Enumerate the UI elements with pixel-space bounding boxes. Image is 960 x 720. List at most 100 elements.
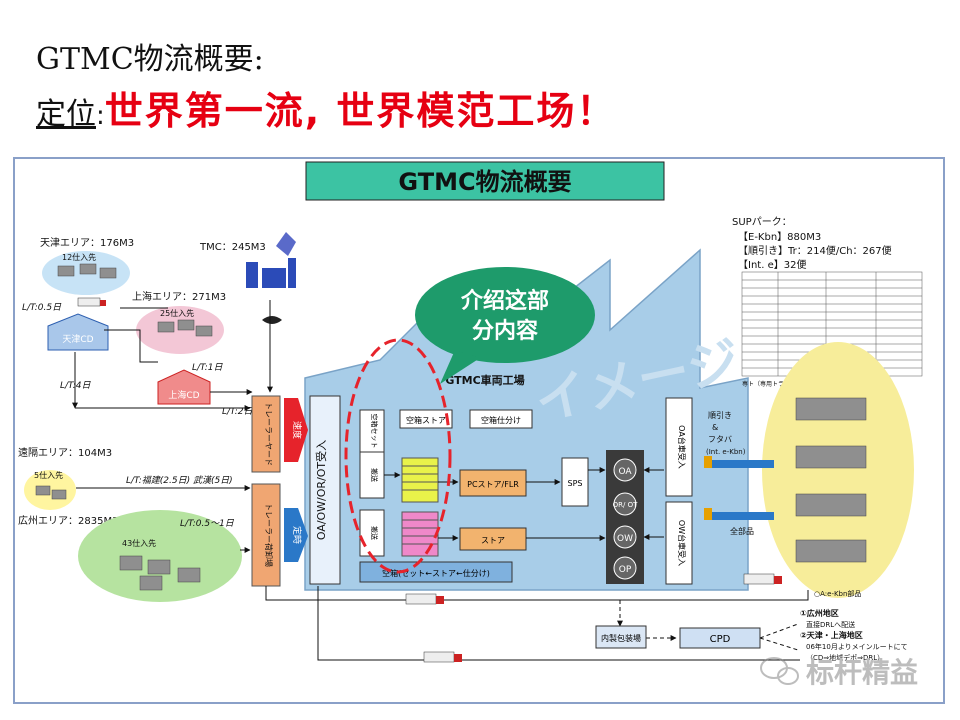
wechat-logo [760, 657, 799, 685]
banner-text: GTMC物流概要 [398, 168, 571, 196]
note2-body-1: 06年10月よりメインルートにて [806, 642, 908, 651]
tianjin-lt: L/T:0.5日 [22, 303, 62, 313]
callout-line2: 分内容 [472, 318, 538, 344]
guangzhou-area-label: 広州エリア：2835M3 [18, 514, 118, 527]
tmc-coil [262, 316, 282, 324]
far-lt: L/T:福建(2.5日) 武漢(5日) [126, 475, 233, 486]
truck-icon-1 [77, 297, 106, 307]
sup-order: 【順引き】Tr：214便/Ch：267便 [738, 244, 892, 257]
factory-name: GTMC車両工場 [445, 373, 524, 387]
trailer-yard-label: トレーラーヤード [264, 402, 273, 466]
speed-label-2: 定時 [291, 526, 303, 544]
subtitle-colon: : [96, 101, 105, 131]
store-box [459, 527, 527, 551]
truck-icon-bottom-2 [423, 651, 462, 663]
sps-label: SPS [568, 479, 583, 488]
transfer-label-2: 搬送 [370, 526, 379, 540]
empty-store-label: 空箱ストア [406, 415, 446, 425]
speed-arrow-2 [284, 508, 308, 562]
far-suppliers: 5仕入先 [34, 470, 63, 480]
shanghai-cd-lt: L/T:2日 [222, 407, 253, 417]
empty-flow-label: 空箱(セット←ストア←仕分け) [382, 568, 490, 578]
unload-yard-box [251, 483, 281, 587]
tianjin-cd-building [47, 313, 109, 351]
cpd-box [679, 627, 761, 649]
right-all-parts: 全部品 [730, 526, 754, 536]
note2-title: ②天津・上海地区 [800, 630, 863, 640]
note1-body: 直接DRLへ配送 [806, 620, 855, 629]
yellow-rack-icon [401, 457, 439, 503]
cpd-label: CPD [710, 634, 731, 645]
right-amp: & [712, 423, 718, 432]
tianjin-cd-lt: L/T:4日 [60, 381, 91, 391]
note1-title: ①広州地区 [800, 608, 839, 618]
truck-icon-right [743, 573, 782, 585]
note2-body-2: （CD⇒地域デポ⇒DRL） [806, 653, 884, 662]
sup-int: 【Int. e】32便 [738, 258, 806, 271]
shanghai-factories-icon [157, 319, 213, 337]
sup-title: SUPパーク： [732, 216, 792, 228]
op-node [613, 556, 637, 580]
op-label: OP [619, 565, 632, 575]
tianjin-area-label: 天津エリア：176M3 [40, 237, 134, 249]
truck-icon-bottom-1 [405, 593, 444, 605]
motto-text: 世界第一流, 世界模范工场！ [104, 89, 617, 133]
pc-store-label: PCストア/FLR [467, 480, 519, 489]
tmc-factory-icon [246, 258, 296, 288]
packing-label: 内製包装場 [601, 633, 641, 643]
far-area-label: 遠隔エリア：104M3 [18, 446, 112, 459]
banner-box [305, 161, 665, 201]
speed-arrow-1 [284, 398, 308, 462]
ow-node [613, 525, 637, 549]
packing-box [595, 625, 647, 649]
speed-label-1: 速度 [291, 421, 303, 439]
callout-line1: 介绍这部 [460, 288, 549, 314]
highlight-ellipse [344, 338, 452, 574]
oa-label: OA [618, 467, 632, 477]
ow-in-box [665, 501, 693, 585]
callout-bubble [415, 267, 595, 363]
shanghai-suppliers: 25仕入先 [160, 308, 194, 318]
shanghai-cd-building [157, 369, 211, 405]
empty-store-box [399, 409, 453, 429]
shanghai-lt: L/T:1日 [192, 363, 223, 373]
tmc-diamond [276, 232, 296, 256]
far-factories-icon [35, 485, 67, 500]
receiving-label: OA/OW/OR/OT受入 [315, 440, 328, 540]
empty-set-box [359, 409, 385, 453]
or-ot-node [613, 492, 637, 516]
tianjin-suppliers: 12仕入先 [62, 252, 96, 262]
transfer-label-1: 搬送 [370, 468, 379, 482]
shanghai-area-label: 上海エリア：271M3 [132, 290, 226, 303]
shanghai-cd-label: 上海CD [168, 389, 199, 401]
forklift-train-icon-2 [704, 508, 774, 520]
oa-in-box [665, 397, 693, 497]
right-oa-ekbn: ○A:e-Kbn部品 [814, 589, 861, 598]
page-title: GTMC物流概要: [36, 42, 264, 77]
guangzhou-suppliers: 43仕入先 [122, 538, 156, 548]
right-junbiki: 順引き [708, 411, 732, 420]
tianjin-factories-icon [57, 263, 117, 279]
empty-flow-box [359, 561, 513, 583]
pc-store-box [459, 469, 527, 497]
ow-label: OW [617, 534, 633, 544]
store-label: ストア [481, 536, 505, 545]
tmc-label: TMC：245M3 [199, 242, 266, 253]
pink-rack-icon [401, 511, 439, 557]
sup-park-buildings-icon [795, 397, 867, 563]
tianjin-cd-label: 天津CD [62, 334, 93, 345]
right-futaba: フタバ [708, 435, 732, 444]
watermark-text: 标杆精益 [806, 656, 918, 689]
empty-set-label: 空箱セット [370, 414, 379, 449]
oa-in-label: OA台車受入 [677, 425, 687, 469]
empty-sort-label: 空箱仕分け [481, 415, 521, 425]
ow-in-label: OW台車受入 [677, 520, 687, 566]
receiving-box [309, 395, 341, 585]
or-ot-label: OR/ OT [613, 501, 638, 509]
guangzhou-ellipse [78, 510, 242, 602]
transfer-box-2 [359, 509, 385, 557]
guangzhou-lt: L/T:0.5～1日 [180, 519, 235, 529]
subtitle-label: 定位 [36, 97, 96, 132]
forklift-train-icon-1 [704, 456, 774, 468]
